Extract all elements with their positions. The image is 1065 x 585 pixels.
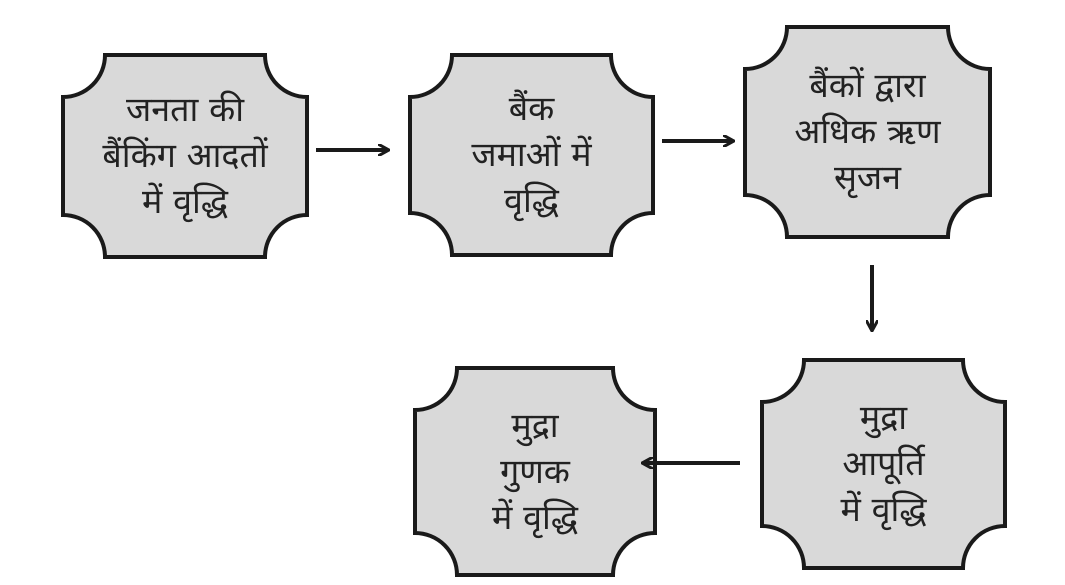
box-text-money-supply: मुद्रा आपूर्ति में वृद्धि <box>840 398 927 530</box>
box-text-banking-habits: जनता की बैंकिंग आदतों में वृद्धि <box>102 90 268 222</box>
box-text-money-multiplier: मुद्रा गुणक में वृद्धि <box>491 405 578 538</box>
box-text-credit-creation: बैंकों द्वारा अधिक ऋण सृजन <box>794 66 941 198</box>
box-shape-bank-deposits <box>408 53 655 257</box>
box-shape-money-supply <box>760 358 1007 570</box>
box-shape-credit-creation <box>743 25 992 239</box>
box-shape-money-multiplier <box>413 366 657 577</box>
box-text-bank-deposits: बैंक जमाओं में वृद्धि <box>471 89 592 221</box>
box-shape-banking-habits <box>61 53 309 259</box>
